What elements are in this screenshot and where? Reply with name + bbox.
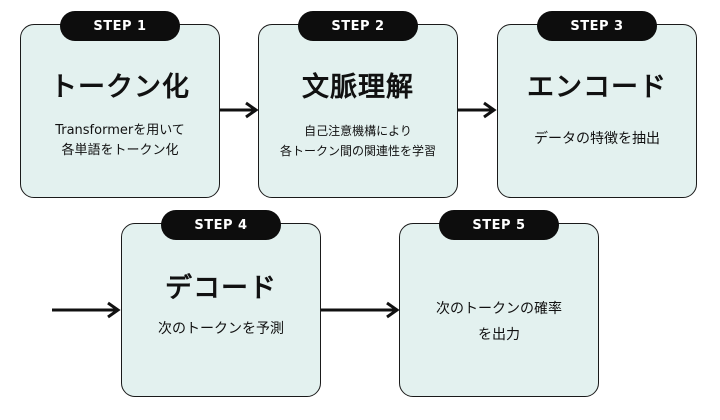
step-4-description-line: 次のトークンを予測 (158, 321, 284, 337)
step-4-card: STEP 4 デコード 次のトークンを予測 (121, 210, 321, 397)
arrow-step2-to-step3-icon (458, 101, 497, 119)
step-3-description-line: データの特徴を抽出 (534, 131, 660, 147)
arrow-step1-to-step2-icon (220, 101, 259, 119)
step-1-description: Transformerを用いて 各単語をトークン化 (27, 121, 213, 161)
step-4-badge: STEP 4 (161, 210, 281, 240)
step-5-card: STEP 5 次のトークンの確率 を出力 (399, 210, 599, 397)
step-2-card: STEP 2 文脈理解 自己注意機構により 各トークン間の関連性を学習 (258, 11, 458, 198)
step-4-description: 次のトークンを予測 (128, 319, 314, 339)
step-2-description-line: 自己注意機構により (304, 124, 412, 138)
step-3-badge: STEP 3 (537, 11, 657, 41)
arrow-step4-to-step5-icon (321, 301, 400, 319)
step-4-title: デコード (165, 273, 277, 304)
step-2-badge: STEP 2 (298, 11, 418, 41)
step-2-description: 自己注意機構により 各トークン間の関連性を学習 (265, 121, 451, 161)
step-5-description-line: 次のトークンの確率 (436, 301, 562, 317)
step-1-card: STEP 1 トークン化 Transformerを用いて 各単語をトークン化 (20, 11, 220, 198)
step-2-title: 文脈理解 (302, 72, 414, 103)
step-5-description: 次のトークンの確率 を出力 (406, 296, 592, 348)
step-3-title: エンコード (527, 72, 667, 103)
arrow-into-step4-icon (52, 301, 121, 319)
step-1-description-line: Transformerを用いて (55, 123, 185, 138)
step-1-title: トークン化 (50, 72, 190, 103)
step-2-description-line: 各トークン間の関連性を学習 (279, 144, 436, 158)
step-5-description-line: を出力 (478, 327, 520, 343)
step-3-description: データの特徴を抽出 (504, 129, 690, 149)
step-5-badge: STEP 5 (439, 210, 559, 240)
step-1-badge: STEP 1 (60, 11, 180, 41)
step-1-description-line: 各単語をトークン化 (61, 143, 179, 158)
step-3-card: STEP 3 エンコード データの特徴を抽出 (497, 11, 697, 198)
